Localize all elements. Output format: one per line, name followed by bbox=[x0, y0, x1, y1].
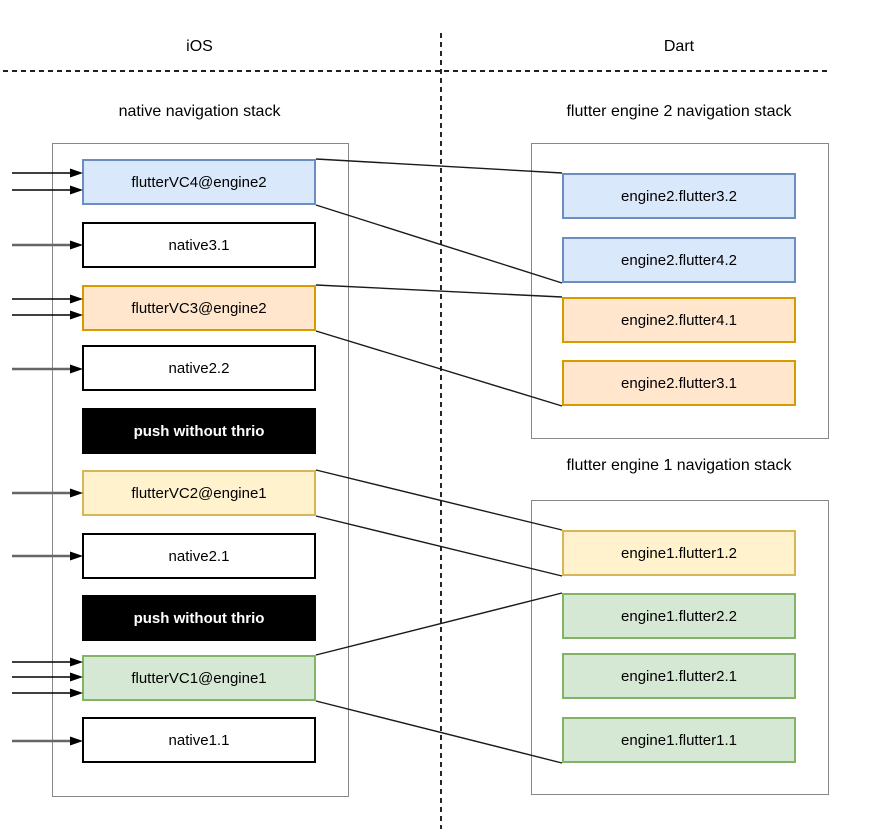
node-engine2-flutter3-1: engine2.flutter3.1 bbox=[562, 360, 796, 406]
engine1-stack-title: flutter engine 1 navigation stack bbox=[566, 457, 792, 474]
engine2-stack-title: flutter engine 2 navigation stack bbox=[566, 103, 792, 120]
node-native2-1: native2.1 bbox=[82, 533, 316, 579]
node-engine2-flutter4-2: engine2.flutter4.2 bbox=[562, 237, 796, 283]
connector-line-vc2-top bbox=[315, 469, 563, 531]
node-engine2-flutter3-2: engine2.flutter3.2 bbox=[562, 173, 796, 219]
native-stack-title: native navigation stack bbox=[118, 103, 281, 120]
node-engine2-flutter4-1: engine2.flutter4.1 bbox=[562, 297, 796, 343]
node-native1-1: native1.1 bbox=[82, 717, 316, 763]
connector-line-vc1-bottom bbox=[315, 700, 563, 764]
connector-line-vc3-bottom bbox=[315, 330, 563, 407]
ios-region-label: iOS bbox=[186, 38, 213, 55]
connector-line-vc3-top bbox=[315, 284, 563, 298]
node-engine1-flutter2-2: engine1.flutter2.2 bbox=[562, 593, 796, 639]
connector-line-vc1-top bbox=[315, 592, 563, 656]
connector-line-vc4-bottom bbox=[315, 204, 563, 284]
connector-line-vc4-top bbox=[315, 158, 563, 174]
node-engine1-flutter2-1: engine1.flutter2.1 bbox=[562, 653, 796, 699]
node-push-without-thrio-upper: push without thrio bbox=[82, 408, 316, 454]
node-engine1-flutter1-2: engine1.flutter1.2 bbox=[562, 530, 796, 576]
node-fluttervc2-engine1: flutterVC2@engine1 bbox=[82, 470, 316, 516]
node-engine1-flutter1-1: engine1.flutter1.1 bbox=[562, 717, 796, 763]
node-push-without-thrio-lower: push without thrio bbox=[82, 595, 316, 641]
node-native2-2: native2.2 bbox=[82, 345, 316, 391]
node-fluttervc1-engine1: flutterVC1@engine1 bbox=[82, 655, 316, 701]
dart-region-label: Dart bbox=[663, 38, 695, 55]
connector-line-vc2-bottom bbox=[315, 515, 563, 577]
node-fluttervc3-engine2: flutterVC3@engine2 bbox=[82, 285, 316, 331]
node-native3-1: native3.1 bbox=[82, 222, 316, 268]
node-fluttervc4-engine2: flutterVC4@engine2 bbox=[82, 159, 316, 205]
